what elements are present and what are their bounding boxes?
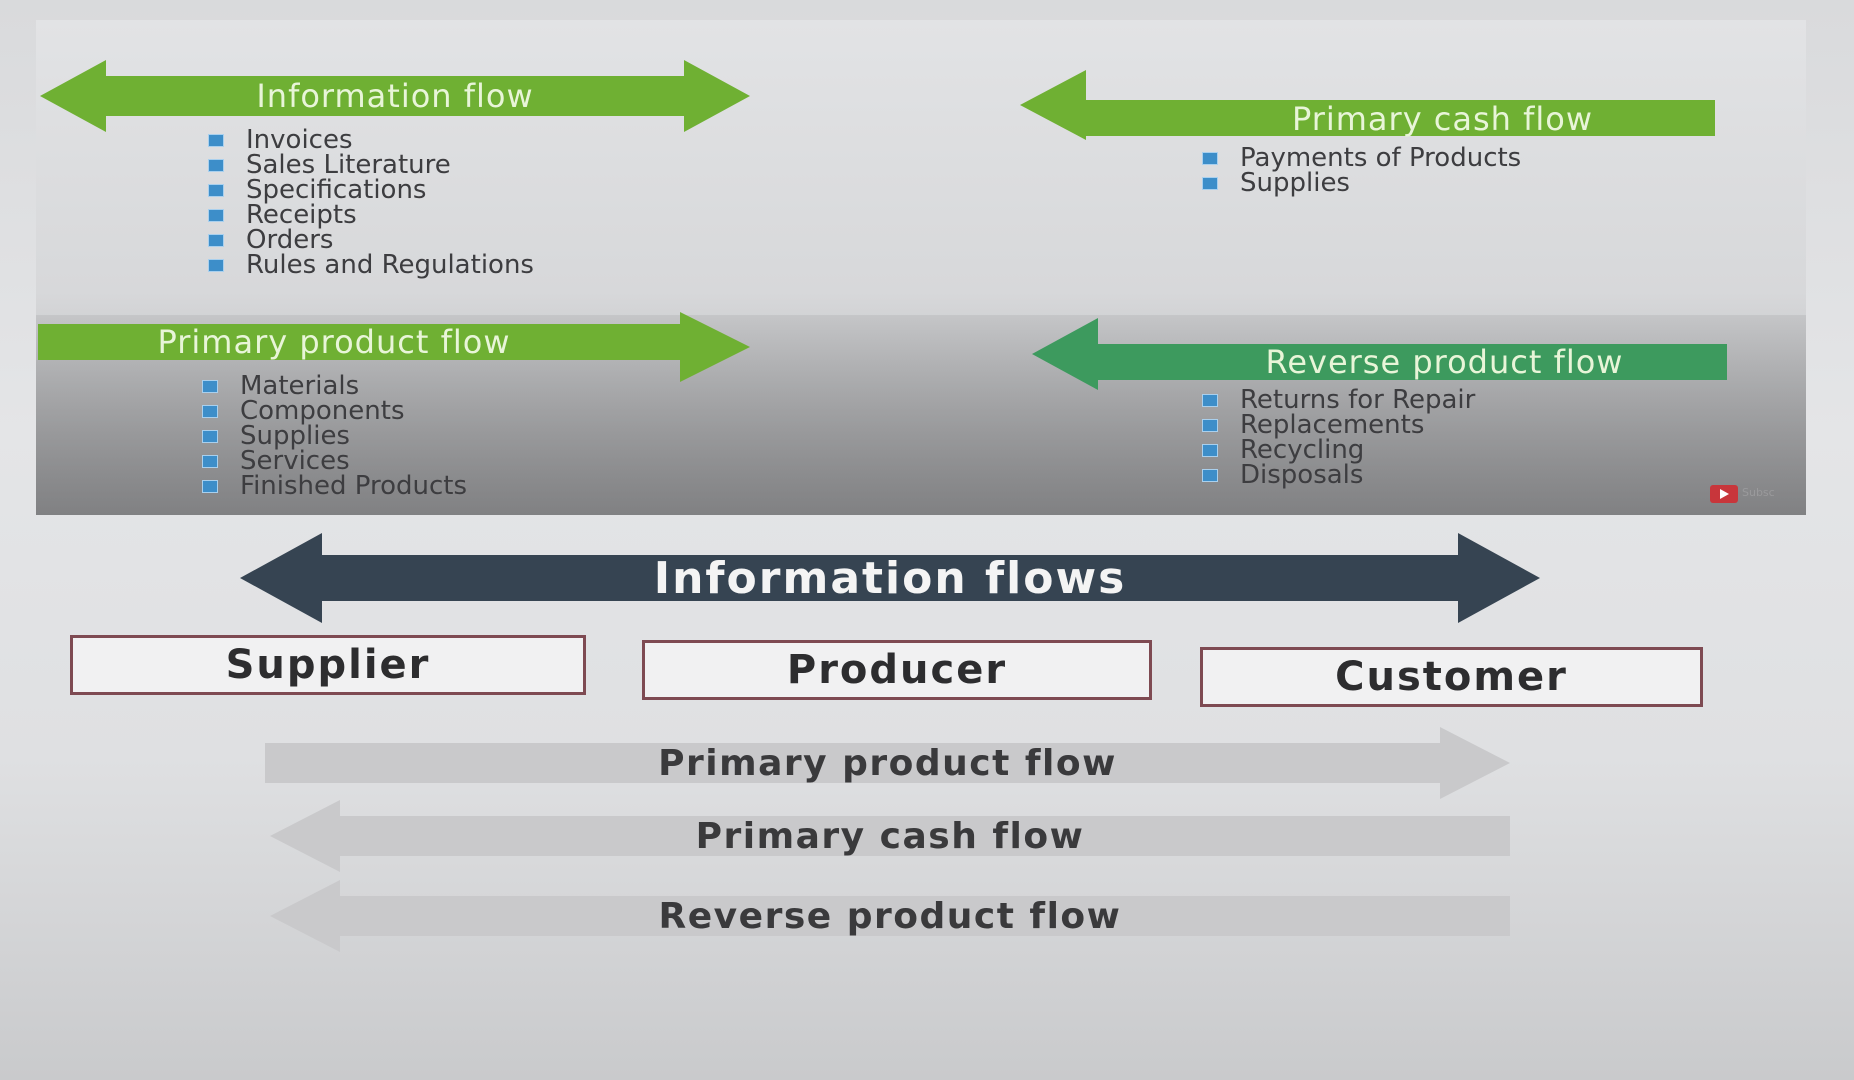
bullet-icon bbox=[1202, 444, 1218, 457]
information-flow-arrow: Information flow bbox=[40, 60, 750, 132]
bullet-icon bbox=[202, 380, 218, 393]
primary-cash-flow-arrow: Primary cash flow bbox=[1020, 70, 1715, 140]
primary-product-flow-gray-arrow: Primary product flow bbox=[265, 727, 1510, 799]
list-item: Materials bbox=[202, 373, 467, 399]
bullet-icon bbox=[208, 259, 224, 272]
primary-product-flow-list: Materials Components Supplies Services F… bbox=[202, 373, 467, 499]
information-flows-arrow: Information flows bbox=[240, 533, 1540, 623]
primary-cash-flow-list: Payments of Products Supplies bbox=[1202, 145, 1521, 196]
list-item: Services bbox=[202, 448, 467, 474]
bullet-icon bbox=[1202, 469, 1218, 482]
information-flow-list: Invoices Sales Literature Specifications… bbox=[208, 127, 534, 278]
list-item: Finished Products bbox=[202, 473, 467, 499]
bullet-icon bbox=[202, 430, 218, 443]
list-item: Orders bbox=[208, 227, 534, 253]
subscribe-text: Subsc bbox=[1742, 486, 1775, 499]
reverse-product-flow-gray-arrow: Reverse product flow bbox=[270, 880, 1510, 952]
producer-box: Producer bbox=[642, 640, 1152, 700]
supplier-box: Supplier bbox=[70, 635, 586, 695]
reverse-product-flow-label: Reverse product flow bbox=[1265, 343, 1624, 381]
information-flows-label: Information flows bbox=[653, 552, 1127, 604]
primary-cash-flow-text: Primary cash flow bbox=[695, 815, 1085, 857]
list-item: Invoices bbox=[208, 127, 534, 153]
list-item: Replacements bbox=[1202, 412, 1475, 438]
list-item: Payments of Products bbox=[1202, 145, 1521, 171]
list-item: Returns for Repair bbox=[1202, 387, 1475, 413]
bullet-icon bbox=[1202, 177, 1218, 190]
bullet-icon bbox=[202, 405, 218, 418]
list-item: Recycling bbox=[1202, 437, 1475, 463]
reverse-product-flow-list: Returns for Repair Replacements Recyclin… bbox=[1202, 387, 1475, 488]
bullet-icon bbox=[1202, 152, 1218, 165]
list-item: Supplies bbox=[202, 423, 467, 449]
list-item: Rules and Regulations bbox=[208, 252, 534, 278]
bullet-icon bbox=[208, 184, 224, 197]
primary-cash-flow-label: Primary cash flow bbox=[1291, 100, 1594, 138]
bullet-icon bbox=[208, 209, 224, 222]
list-item: Disposals bbox=[1202, 462, 1475, 488]
bullet-icon bbox=[1202, 394, 1218, 407]
list-item: Components bbox=[202, 398, 467, 424]
list-item: Receipts bbox=[208, 202, 534, 228]
bullet-icon bbox=[208, 159, 224, 172]
primary-product-flow-label: Primary product flow bbox=[157, 323, 511, 361]
information-flow-label: Information flow bbox=[256, 77, 534, 115]
primary-cash-flow-gray-arrow: Primary cash flow bbox=[270, 800, 1510, 872]
customer-box: Customer bbox=[1200, 647, 1703, 707]
youtube-icon bbox=[1710, 485, 1738, 503]
primary-product-flow-text: Primary product flow bbox=[658, 742, 1117, 784]
primary-product-flow-arrow: Primary product flow bbox=[38, 312, 750, 382]
bullet-icon bbox=[208, 234, 224, 247]
list-item: Supplies bbox=[1202, 170, 1521, 196]
bullet-icon bbox=[202, 480, 218, 493]
reverse-product-flow-arrow: Reverse product flow bbox=[1032, 318, 1727, 390]
bullet-icon bbox=[202, 455, 218, 468]
list-item: Specifications bbox=[208, 177, 534, 203]
list-item: Sales Literature bbox=[208, 152, 534, 178]
reverse-product-flow-text: Reverse product flow bbox=[658, 895, 1122, 937]
bullet-icon bbox=[208, 134, 224, 147]
bullet-icon bbox=[1202, 419, 1218, 432]
